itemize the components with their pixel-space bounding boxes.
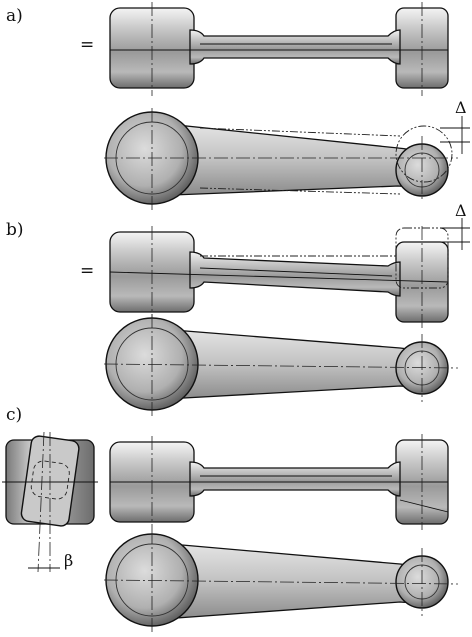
panel-label-c: c): [6, 405, 22, 425]
delta-symbol-a: Δ: [455, 98, 467, 117]
equals-sign-b: =: [80, 261, 94, 281]
panel-label-a: a): [6, 6, 23, 26]
panel-label-b: b): [6, 220, 24, 240]
equals-sign-a: =: [80, 35, 94, 55]
side-view-b: Δ: [109, 201, 470, 330]
panel-a: a) = Δ: [6, 2, 470, 210]
panel-b: b) = Δ: [6, 201, 470, 416]
top-view-b: [103, 314, 459, 416]
arm-side-a: [189, 29, 401, 65]
arm-side-c: [189, 461, 401, 497]
delta-symbol-b: Δ: [455, 201, 467, 220]
phantom-boss-a: [395, 125, 453, 183]
side-view-c: [109, 434, 449, 530]
top-view-c: [103, 530, 459, 634]
centerline-top-b: [103, 363, 459, 369]
parting-line-b: [109, 271, 449, 283]
phantom-arm-a: [199, 127, 401, 195]
twist-edge-c: [399, 499, 449, 513]
arm-side-b: [189, 251, 401, 297]
arm-edge-b: [199, 267, 393, 277]
tilt-axis-c: [37, 431, 45, 573]
centerline-top-c: [103, 579, 459, 585]
beta-symbol-c: β: [64, 551, 73, 570]
top-view-a: Δ: [104, 98, 470, 210]
hidden-bore-c: [30, 460, 70, 500]
end-view-c: β: [2, 431, 98, 573]
side-view-a: [109, 2, 449, 96]
panel-c: c) β: [2, 405, 459, 634]
